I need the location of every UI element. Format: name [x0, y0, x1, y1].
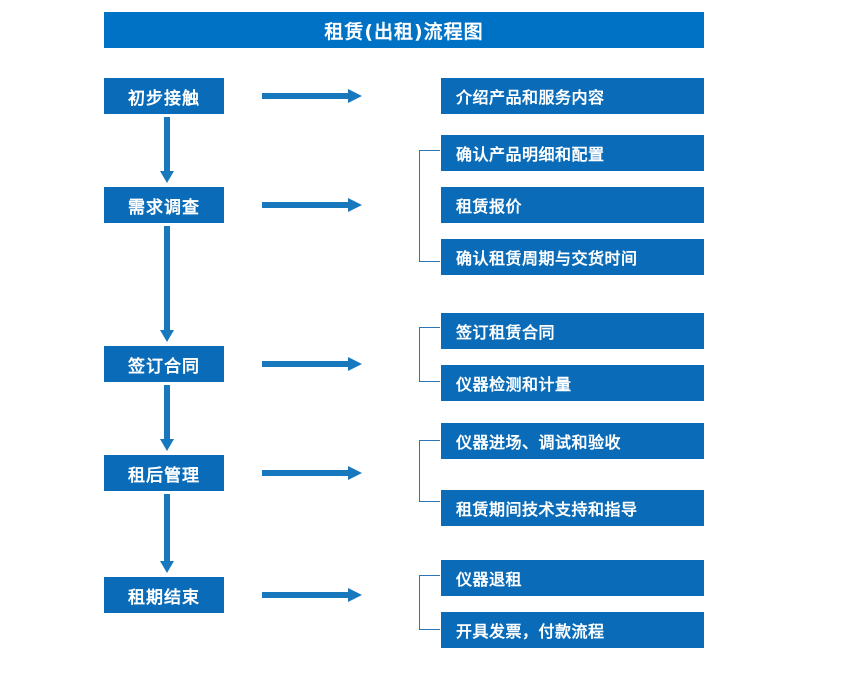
flow-arrow-right-1	[262, 87, 362, 105]
arrow-head-icon	[348, 357, 362, 371]
group-bracket-1	[419, 150, 440, 262]
detail-box-8: 租赁期间技术支持和指导	[441, 490, 704, 526]
stage-box-2: 需求调查	[104, 187, 224, 223]
arrow-shaft	[164, 226, 170, 330]
arrow-head-icon	[348, 588, 362, 602]
chart-title: 租赁(出租)流程图	[104, 12, 704, 48]
group-bracket-3	[419, 440, 440, 502]
flow-arrow-right-4	[262, 464, 362, 482]
flow-arrow-right-2	[262, 196, 362, 214]
detail-box-3: 租赁报价	[441, 187, 704, 223]
arrow-shaft	[164, 494, 170, 561]
stage-box-4: 租后管理	[104, 455, 224, 491]
arrow-shaft	[262, 361, 350, 367]
detail-box-9: 仪器退租	[441, 560, 704, 596]
arrow-shaft	[262, 93, 350, 99]
flow-arrow-down-3	[158, 385, 176, 451]
arrow-shaft	[262, 470, 350, 476]
detail-box-1: 介绍产品和服务内容	[441, 78, 704, 114]
arrow-head-icon	[348, 466, 362, 480]
stage-box-1: 初步接触	[104, 78, 224, 114]
detail-box-7: 仪器进场、调试和验收	[441, 423, 704, 459]
arrow-shaft	[262, 202, 350, 208]
detail-box-5: 签订租赁合同	[441, 313, 704, 349]
arrow-head-icon	[160, 330, 174, 342]
arrow-head-icon	[160, 439, 174, 451]
flow-arrow-right-5	[262, 586, 362, 604]
group-bracket-2	[419, 327, 440, 382]
detail-box-6: 仪器检测和计量	[441, 365, 704, 401]
stage-box-5: 租期结束	[104, 577, 224, 613]
flow-arrow-down-1	[158, 117, 176, 183]
arrow-shaft	[164, 117, 170, 171]
stage-box-3: 签订合同	[104, 346, 224, 382]
flow-arrow-down-2	[158, 226, 176, 342]
flow-arrow-right-3	[262, 355, 362, 373]
group-bracket-4	[419, 575, 440, 630]
arrow-head-icon	[348, 198, 362, 212]
arrow-shaft	[164, 385, 170, 439]
arrow-head-icon	[160, 171, 174, 183]
arrow-shaft	[262, 592, 350, 598]
arrow-head-icon	[160, 561, 174, 573]
detail-box-4: 确认租赁周期与交货时间	[441, 239, 704, 275]
arrow-head-icon	[348, 89, 362, 103]
detail-box-2: 确认产品明细和配置	[441, 135, 704, 171]
flow-arrow-down-4	[158, 494, 176, 573]
detail-box-10: 开具发票，付款流程	[441, 612, 704, 648]
